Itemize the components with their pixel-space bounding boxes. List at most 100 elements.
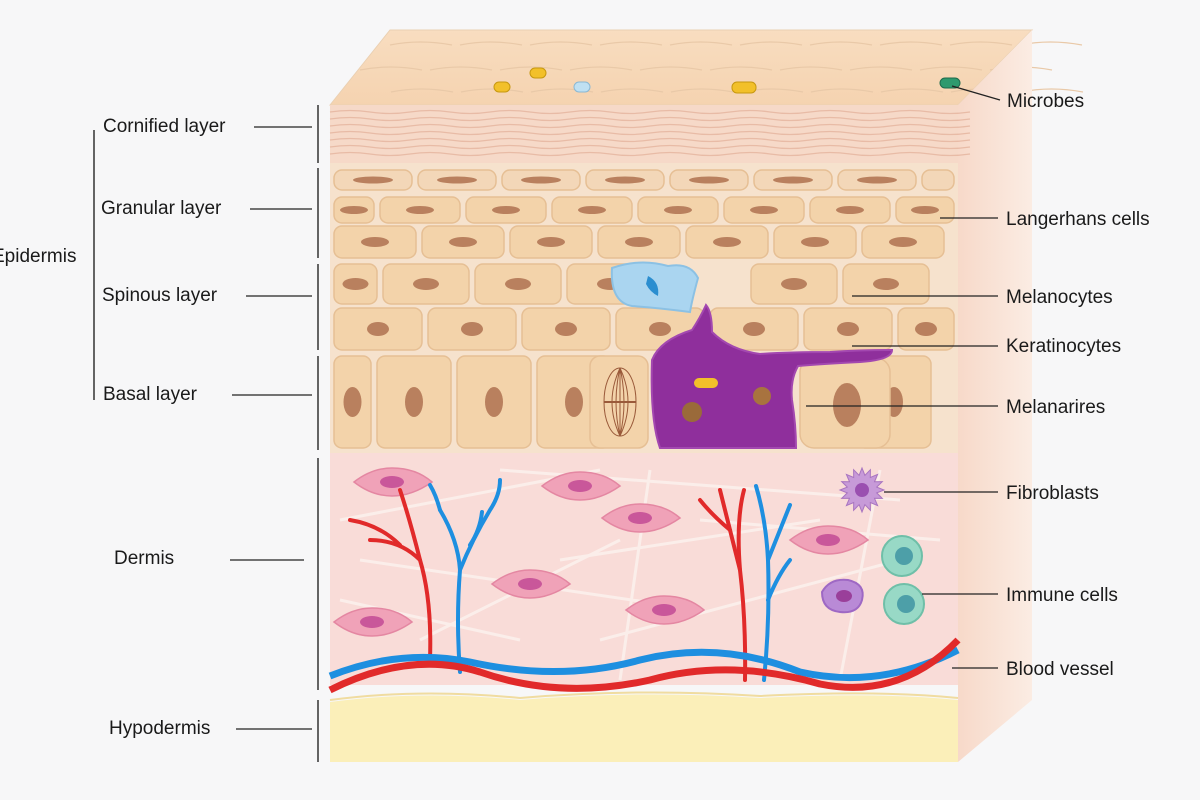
surface-scale <box>880 88 944 93</box>
microbe <box>731 81 757 94</box>
keratinocyte-nucleus <box>743 322 765 336</box>
fibroblast-nucleus <box>816 534 840 546</box>
keratinocyte-nucleus <box>505 278 531 290</box>
fibroblast-nucleus <box>628 512 652 524</box>
label-dermis: Dermis <box>114 548 175 569</box>
keratinocyte-nucleus <box>340 206 368 214</box>
keratinocyte-nucleus <box>911 206 939 214</box>
keratinocyte-nucleus <box>889 237 917 247</box>
microbe <box>939 77 961 89</box>
keratinocyte-nucleus <box>649 322 671 336</box>
keratinocyte-nucleus <box>537 237 565 247</box>
artery-main <box>328 637 961 694</box>
surface-scale <box>739 41 803 46</box>
surface-scale <box>499 66 563 71</box>
collagen-fiber <box>599 558 901 642</box>
fibroblast-nucleus <box>518 578 542 590</box>
label-melanarires: Melanarires <box>1006 397 1106 418</box>
vein-branches <box>428 478 792 682</box>
surface-scale <box>809 41 873 46</box>
keratinocyte-nucleus <box>801 237 829 247</box>
left-brackets <box>93 105 319 762</box>
surface-scale <box>810 88 874 93</box>
keratinocyte-nucleus <box>361 237 389 247</box>
surface-scale <box>879 41 943 46</box>
keratinocyte-nucleus <box>837 322 859 336</box>
keratinocyte-nucleus <box>353 176 393 184</box>
keratinocyte-nucleus <box>521 176 561 184</box>
keratinocyte-nucleus <box>836 206 864 214</box>
keratinocyte-nucleus <box>461 322 483 336</box>
vein-main <box>328 646 960 682</box>
label-melanocytes: Melanocytes <box>1006 287 1113 308</box>
surface-scale <box>389 41 453 46</box>
cornified-stratum-line <box>329 144 971 150</box>
fibroblast-cells <box>332 467 870 637</box>
surface-scale <box>670 88 734 93</box>
cornified-stratum-line <box>329 137 971 143</box>
label-immune-cells: Immune cells <box>1006 585 1118 606</box>
label-langerhans-cells: Langerhans cells <box>1006 209 1150 230</box>
fibroblast-nucleus <box>568 480 592 492</box>
langerhans-nucleus <box>646 276 659 296</box>
keratinocyte-nucleus <box>833 383 861 427</box>
artery-branches <box>348 488 748 682</box>
label-blood-vessel: Blood vessel <box>1006 659 1114 680</box>
keratinocyte-nucleus <box>485 387 503 417</box>
microbe <box>529 67 547 79</box>
keratinocyte-nucleus <box>915 322 937 336</box>
cornified-stratum-line <box>329 123 971 129</box>
surface-scale <box>429 66 493 71</box>
keratinocyte-nucleus <box>343 387 362 417</box>
label-cornified-layer: Cornified layer <box>103 116 226 137</box>
label-epidermis: Epidermis <box>0 246 77 267</box>
surface-scale <box>459 41 523 46</box>
mast-cell <box>838 466 886 514</box>
skin-side-face <box>958 30 1032 762</box>
keratinocyte-nucleus <box>605 176 645 184</box>
keratinocyte-nucleus <box>781 278 807 290</box>
collagen-fiber <box>559 518 821 562</box>
melanosome <box>694 378 718 388</box>
keratinocyte-nucleus <box>405 387 423 417</box>
cornified-stratum-line <box>329 116 971 122</box>
keratinocyte-nucleus <box>689 176 729 184</box>
label-microbes: Microbes <box>1007 91 1085 112</box>
keratinocyte-nucleus <box>555 322 577 336</box>
keratinocyte-nucleus <box>413 278 439 290</box>
keratinocyte-nucleus <box>342 278 369 290</box>
label-fibroblasts: Fibroblasts <box>1006 483 1099 504</box>
label-basal-layer: Basal layer <box>103 384 197 405</box>
label-hypodermis: Hypodermis <box>109 718 211 739</box>
surface-scale <box>639 66 703 71</box>
surface-scale <box>390 88 454 93</box>
keratinocyte-nucleus <box>664 206 692 214</box>
mitotic-spindle <box>603 367 637 437</box>
collagen-fiber <box>838 469 882 681</box>
cornified-stratum-line <box>329 109 971 115</box>
keratinocyte-nucleus <box>750 206 778 214</box>
keratinocyte-nucleus <box>625 237 653 247</box>
keratinocyte-nucleus <box>565 387 583 417</box>
keratinocyte-nucleus <box>367 322 389 336</box>
keratinocyte-nucleus <box>857 176 897 184</box>
melanin-granule <box>753 387 771 405</box>
label-spinous-layer: Spinous layer <box>102 285 218 306</box>
surface-scale <box>359 66 423 71</box>
surface-scale <box>669 41 733 46</box>
keratinocyte-nucleus <box>437 176 477 184</box>
microbe <box>573 81 591 93</box>
immune-cell <box>883 583 925 625</box>
surface-scales <box>359 41 1084 93</box>
keratinocyte-nucleus <box>406 206 434 214</box>
cornified-strata <box>329 109 971 157</box>
surface-scale <box>600 88 664 93</box>
left-leader-lines <box>230 126 312 730</box>
surface-scale <box>529 41 593 46</box>
hypodermis-top-edge <box>329 691 959 701</box>
keratinocyte-nucleus <box>713 237 741 247</box>
macrophage <box>820 578 864 614</box>
keratinocyte-nucleus <box>578 206 606 214</box>
